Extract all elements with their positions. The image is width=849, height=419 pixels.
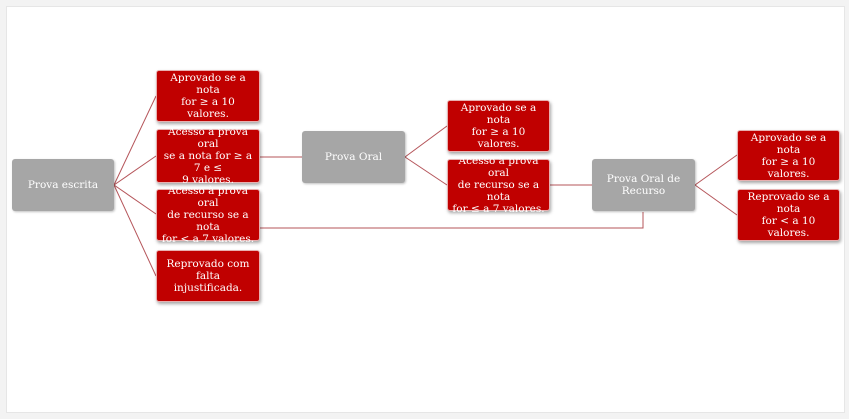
escrita-acesso-oral-node: Acesso à prova oral se a nota for ≥ a 7 … xyxy=(156,126,260,186)
connector-oral-aprovado xyxy=(404,125,448,158)
recurso-aprovado-node: Aprovado se a nota for ≥ a 10 valores. xyxy=(737,130,840,181)
escrita-acesso-recurso-node: Acesso à prova oral de recurso se a nota… xyxy=(156,185,260,245)
escrita-reprovado-node: Reprovado com falta injustificada. xyxy=(156,250,260,302)
prova-oral-recurso-node: Prova Oral de Recurso xyxy=(592,159,695,211)
recurso-reprovado-node: Reprovado se a nota for < a 10 valores. xyxy=(737,189,840,241)
connector-escrita-acesso-recurso xyxy=(113,184,157,215)
escrita-aprovado-node: Aprovado se a nota for ≥ a 10 valores. xyxy=(156,70,260,122)
connector-escrita-reprovado xyxy=(113,184,157,277)
connector-oral-acesso-recurso xyxy=(404,156,448,186)
connector-escrita-acesso-oral xyxy=(113,155,157,186)
oral-aprovado-node: Aprovado se a nota for ≥ a 10 valores. xyxy=(447,100,550,152)
diagram-canvas xyxy=(6,6,845,413)
connector-recurso-aprovado xyxy=(694,154,738,186)
oral-acesso-recurso-node: Acesso à prova oral de recurso se a nota… xyxy=(447,155,550,215)
connector-escrita-recurso xyxy=(260,212,644,229)
connector-recurso-reprovado xyxy=(694,184,738,216)
connector-escrita-aprovado xyxy=(113,95,157,186)
prova-oral-node: Prova Oral xyxy=(302,131,405,183)
prova-escrita-node: Prova escrita xyxy=(12,159,114,211)
